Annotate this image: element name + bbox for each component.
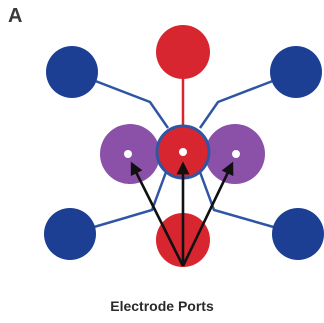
panel-label: A	[8, 5, 23, 27]
wires	[69, 70, 299, 236]
blue-port-top-left	[46, 46, 98, 98]
arrow-to-right-port	[181, 161, 234, 267]
blue-port-bottom-right	[272, 208, 324, 260]
blue-port-bottom-left	[44, 208, 96, 260]
port-dot-left	[124, 150, 132, 158]
wire-top-left	[71, 70, 170, 129]
arrow-to-left-port	[130, 161, 185, 267]
port-dot-center	[179, 148, 187, 156]
wire-bottom-right	[198, 171, 299, 236]
wire-bottom-left	[69, 171, 168, 236]
port-dot-right	[232, 150, 240, 158]
wire-top-right	[198, 70, 297, 129]
diagram-caption: Electrode Ports	[110, 298, 214, 314]
blue-port-top-right	[270, 46, 322, 98]
arrows	[130, 161, 234, 267]
red-port-top	[156, 25, 210, 79]
